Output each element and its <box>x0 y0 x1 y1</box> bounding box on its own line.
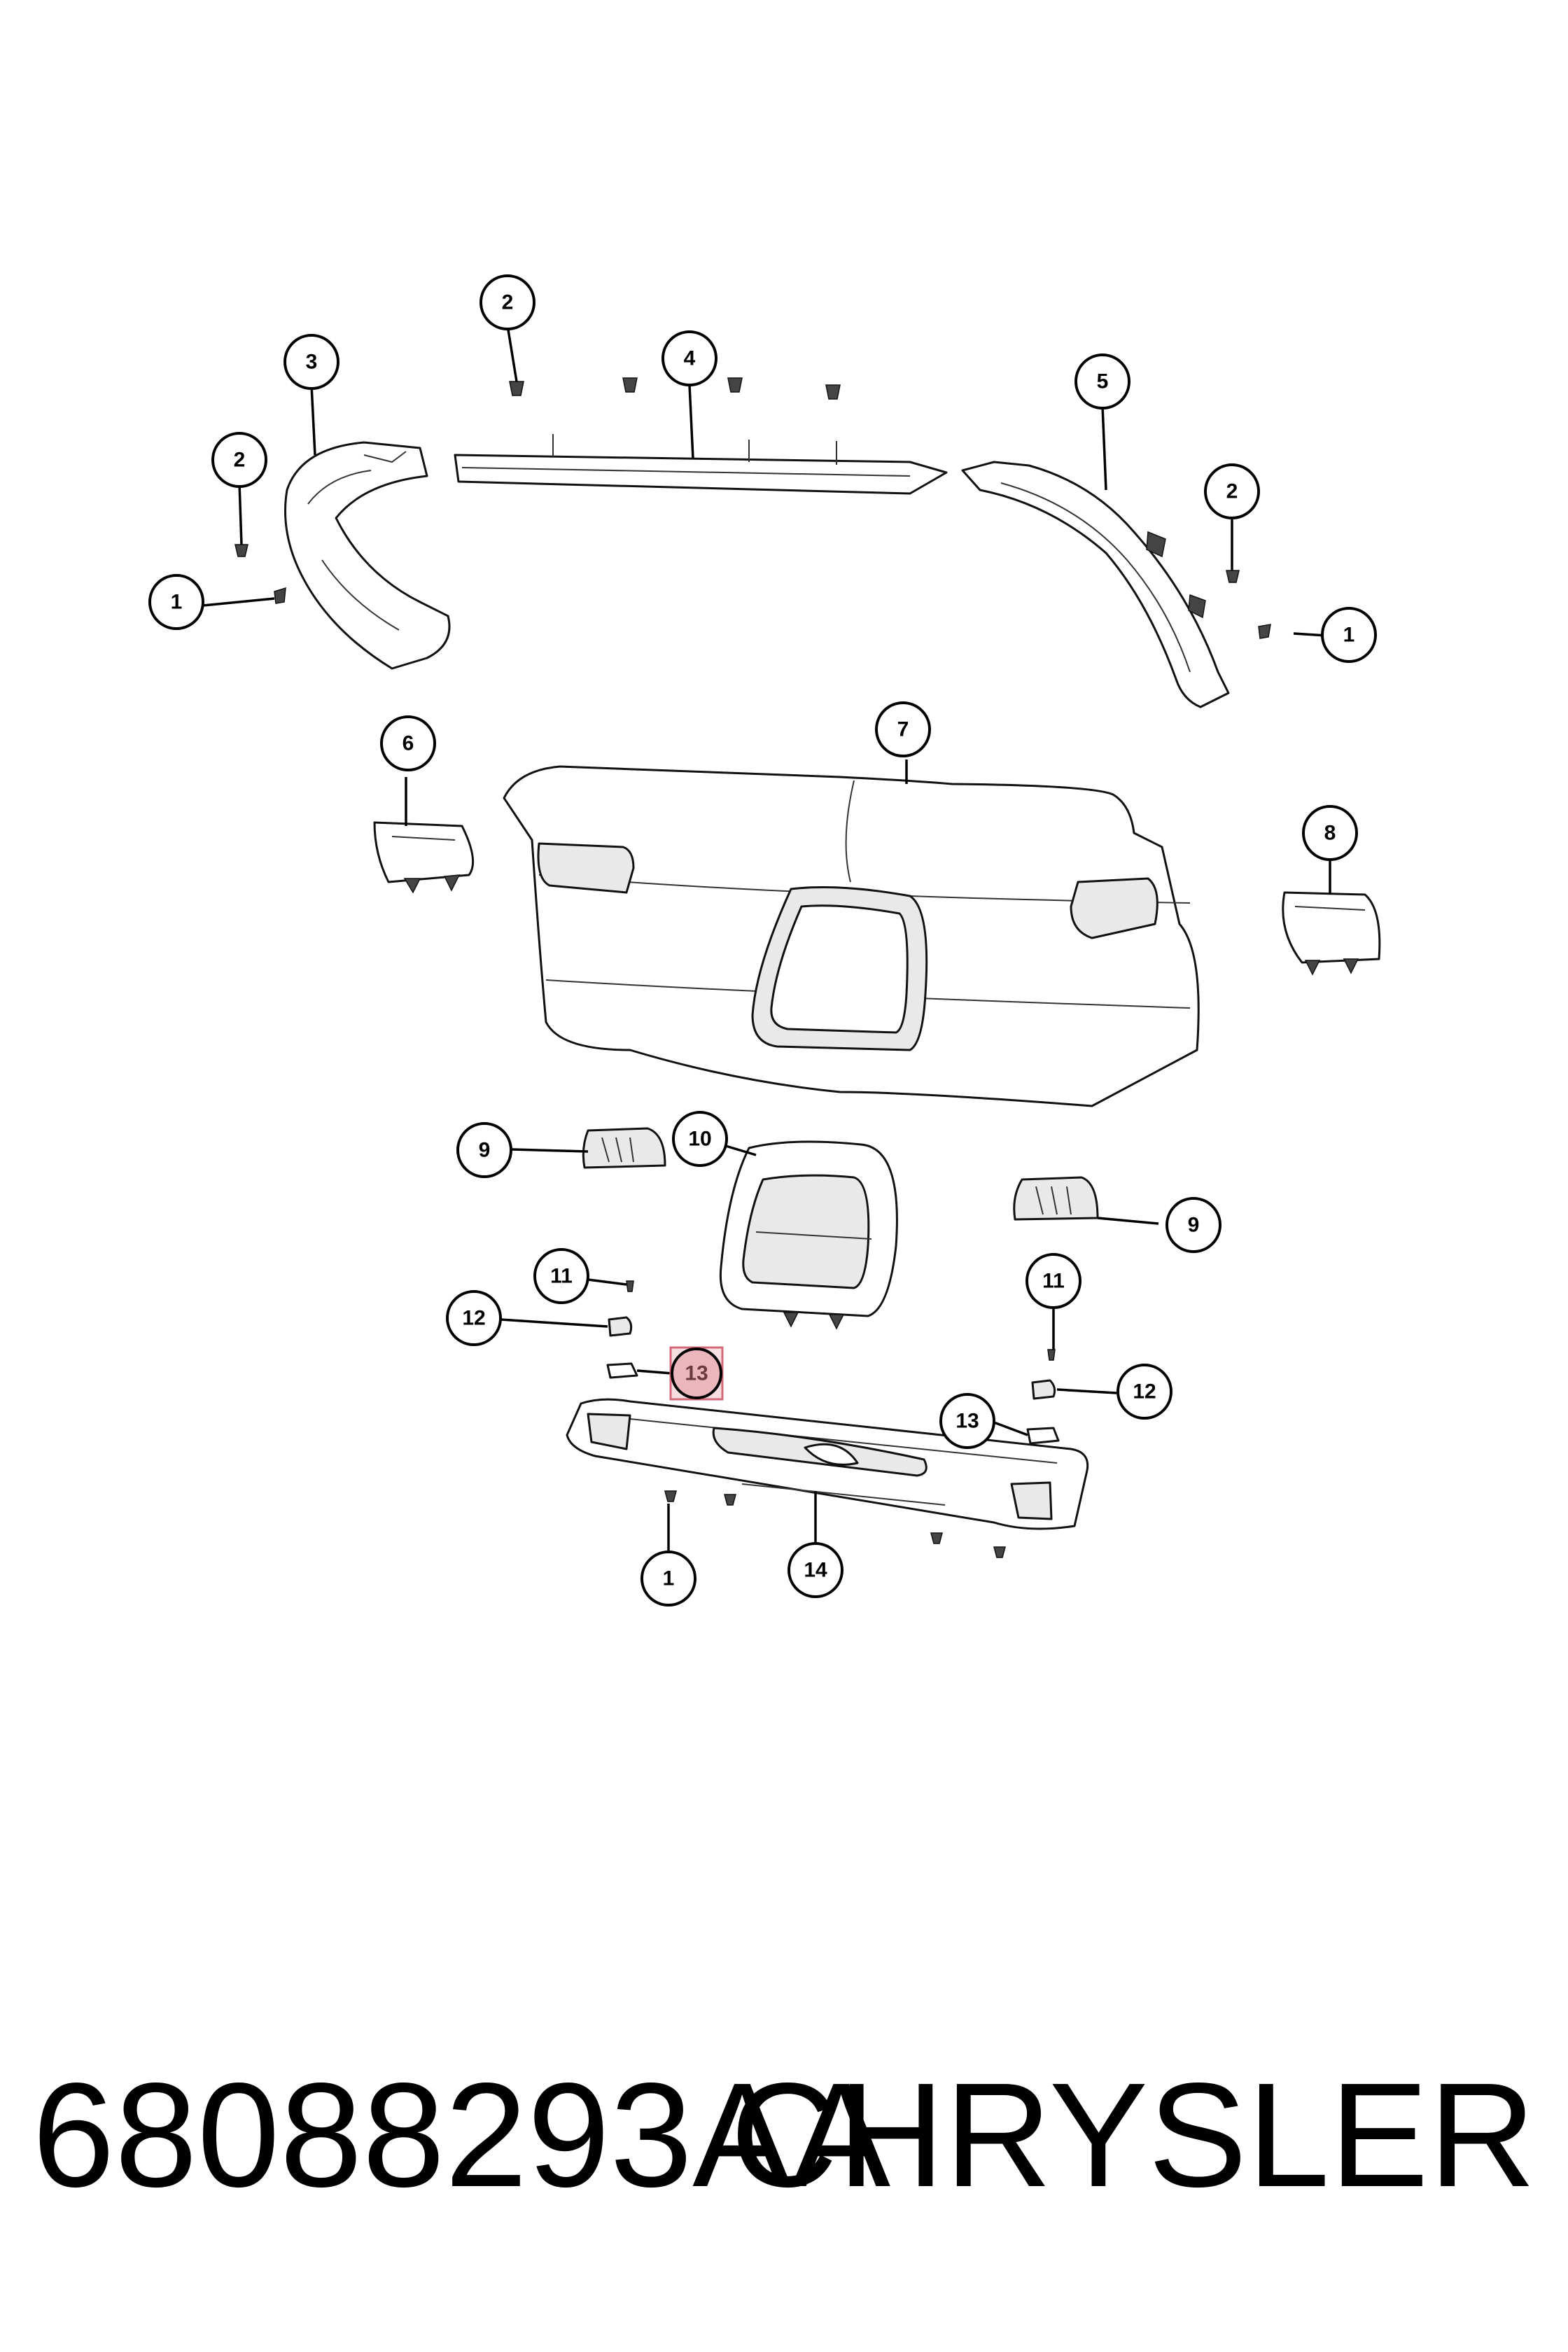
svg-text:9: 9 <box>479 1139 491 1162</box>
part-right-bracket <box>1013 1176 1099 1221</box>
callout-3: 3 <box>284 334 340 390</box>
svg-text:1: 1 <box>663 1567 675 1590</box>
svg-text:5: 5 <box>1097 370 1109 393</box>
fastener-group <box>234 377 1271 1558</box>
callout-11: 11 <box>1026 1253 1082 1309</box>
brand-name: CHRYSLER <box>730 2052 1536 2218</box>
svg-text:8: 8 <box>1324 822 1336 845</box>
callout-10: 10 <box>672 1111 728 1167</box>
part-right-upper-pillar-trim <box>961 461 1230 708</box>
callout-1: 1 <box>640 1550 696 1606</box>
svg-text:11: 11 <box>550 1265 573 1288</box>
svg-text:13: 13 <box>955 1410 979 1433</box>
part-liftgate-trim-panel <box>503 765 1200 1107</box>
callout-1: 1 <box>1321 607 1377 663</box>
part-left-bracket <box>582 1127 666 1169</box>
part-right-small-clip <box>1047 1349 1056 1361</box>
part-right-bumper <box>1031 1379 1056 1400</box>
svg-text:14: 14 <box>804 1559 827 1582</box>
part-left-end-cap <box>606 1362 638 1379</box>
part-left-small-clip <box>626 1280 634 1292</box>
part-left-upper-pillar-trim <box>284 441 451 670</box>
callout-14: 14 <box>788 1542 844 1598</box>
svg-text:6: 6 <box>402 732 414 755</box>
callout-9: 9 <box>456 1122 512 1178</box>
callout-12: 12 <box>1116 1364 1172 1420</box>
svg-text:10: 10 <box>688 1128 711 1151</box>
svg-text:2: 2 <box>1226 480 1238 503</box>
callout-12: 12 <box>446 1290 502 1346</box>
part-lower-scuff-plate <box>566 1398 1089 1530</box>
part-right-end-cap <box>1026 1427 1060 1445</box>
callout-4: 4 <box>662 330 718 386</box>
callout-7: 7 <box>875 701 931 757</box>
callout-2: 2 <box>1204 463 1260 519</box>
callout-13-highlighted[interactable]: 13 <box>669 1346 724 1401</box>
svg-text:12: 12 <box>1133 1380 1156 1404</box>
callout-1: 1 <box>148 574 204 630</box>
part-right-lamp <box>1282 891 1381 976</box>
leader-lines <box>202 325 1331 1550</box>
callout-5: 5 <box>1074 354 1130 410</box>
part-number: 68088293AA <box>32 2052 891 2218</box>
footer: 68088293AA CHRYSLER <box>0 2044 1568 2226</box>
callout-2: 2 <box>211 432 267 488</box>
svg-text:1: 1 <box>1343 624 1355 647</box>
callout-6: 6 <box>380 715 436 771</box>
callout-2: 2 <box>479 274 536 330</box>
svg-text:13: 13 <box>685 1362 708 1385</box>
svg-text:11: 11 <box>1042 1270 1065 1293</box>
callout-8: 8 <box>1302 805 1358 861</box>
svg-text:2: 2 <box>502 291 514 314</box>
svg-text:3: 3 <box>306 351 318 374</box>
callout-11: 11 <box>533 1248 589 1304</box>
part-header-trim <box>454 434 948 495</box>
part-left-lamp <box>373 821 475 894</box>
part-pull-cup <box>719 1140 898 1330</box>
svg-text:7: 7 <box>897 718 909 741</box>
svg-text:12: 12 <box>462 1307 485 1330</box>
svg-text:2: 2 <box>234 449 246 472</box>
svg-text:9: 9 <box>1188 1214 1200 1237</box>
part-left-bumper <box>608 1316 633 1337</box>
svg-text:1: 1 <box>171 591 183 614</box>
callout-13: 13 <box>939 1393 995 1449</box>
svg-text:4: 4 <box>684 347 696 370</box>
callout-9: 9 <box>1166 1197 1222 1253</box>
